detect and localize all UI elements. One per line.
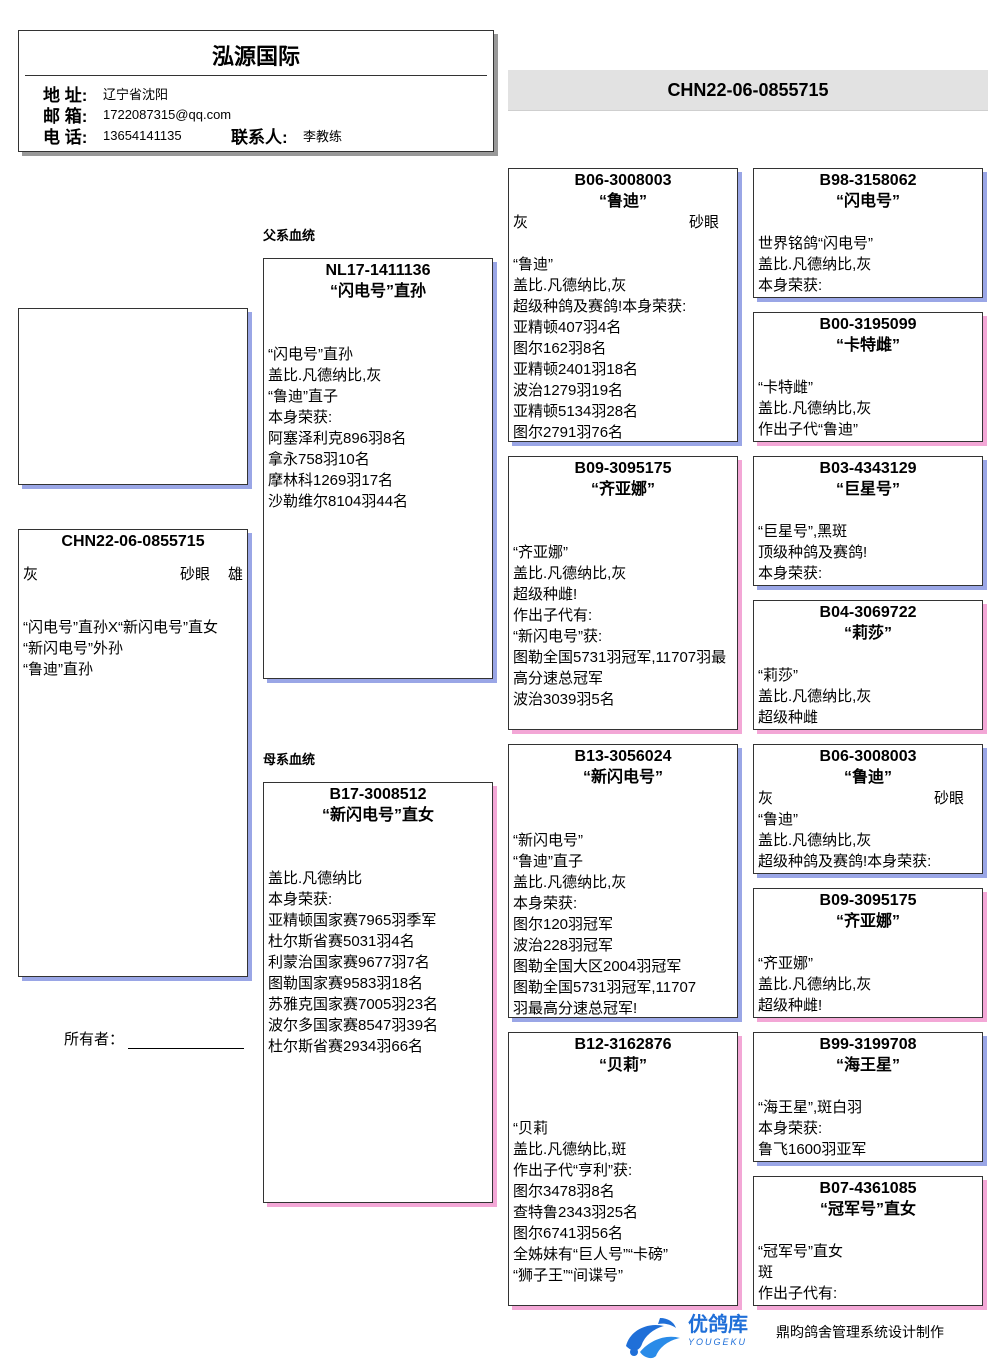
great-grandparent-name: “莉莎” [843,625,892,642]
dam-section-label: 母系血统 [263,752,316,767]
phone-value: 13654141135 [103,128,182,143]
email-label: 邮 箱: [43,107,88,126]
main-bird-notes: “闪电号”直孙X“新闪电号”直女 “新闪电号”外孙 “鲁迪”直孙 [23,619,218,678]
great-grandparent-eye: 砂眼 [933,790,964,807]
footer: 优鸽库 YOUGEKU 鼎昀鸽舍管理系统设计制作 [620,1312,990,1362]
main-bird-sex: 雄 [227,566,243,583]
great-grandparent-notes: “齐亚娜” 盖比.凡德纳比,灰 超级种雌! [758,955,872,1014]
grandparent-ring: B13-3056024 [574,748,672,765]
main-bird-eye: 砂眼 [179,566,210,583]
grandparent-name: “齐亚娜” [590,481,655,498]
great-grandparent-ring: B04-3069722 [819,604,917,621]
great-grandparent-ring: B00-3195099 [819,316,917,333]
great-grandparent-ring: B06-3008003 [819,748,917,765]
great-grandparent-name: “齐亚娜” [835,913,900,930]
great-grandparent-ring: B07-4361085 [819,1180,917,1197]
loft-header-card: 泓源国际 地 址: 辽宁省沈阳 邮 箱: 1722087315@qq.com 电… [18,30,494,152]
great-grandparent-notes: “海王星”,斑白羽 本身荣获: 鲁飞1600羽亚军 [758,1099,867,1158]
credit-text: 鼎昀鸽舍管理系统设计制作 [776,1324,944,1340]
dam-card: B17-3008512 “新闪电号”直女 盖比.凡德纳比 本身荣获: 亚精顿国家… [263,782,493,1203]
phone-label: 电 话: [43,128,88,147]
sire-section-label: 父系血统 [263,228,316,243]
grandparent-notes: “齐亚娜” 盖比.凡德纳比,灰 超级种雌! 作出子代有: “新闪电号”获: 图勒… [513,544,727,708]
grandparent-card: B06-3008003 “鲁迪” 灰 砂眼 “鲁迪” 盖比.凡德纳比,灰 超级种… [508,168,738,442]
great-grandparent-ring: B03-4343129 [819,460,917,477]
great-grandparent-notes: “冠军号”直女 斑 作出子代有: [758,1243,843,1302]
grandparent-ring: B06-3008003 [574,172,672,189]
address-value: 辽宁省沈阳 [103,87,169,102]
great-grandparent-ring: B98-3158062 [819,172,917,189]
logo-cn: 优鸽库 [688,1314,748,1336]
grandparent-name: “贝莉” [598,1057,647,1074]
great-grandparent-card: B03-4343129 “巨星号” “巨星号”,黑斑 顶级种鸽及赛鸽! 本身荣获… [753,456,983,586]
great-grandparent-notes: “卡特雌” 盖比.凡德纳比,灰 作出子代“鲁迪” [758,379,872,438]
owner-line[interactable] [128,1032,245,1049]
grandparent-notes: “贝莉 盖比.凡德纳比,斑 作出子代“亨利”获: 图尔3478羽8名 查特鲁23… [513,1120,668,1284]
sire-card: NL17-1411136 “闪电号”直孙 “闪电号”直孙 盖比.凡德纳比,灰 “… [263,258,493,679]
grandparent-card: B12-3162876 “贝莉” “贝莉 盖比.凡德纳比,斑 作出子代“亨利”获… [508,1032,738,1306]
grandparent-traits: 灰 砂眼 [509,212,737,233]
grandparent-card: B13-3056024 “新闪电号” “新闪电号” “鲁迪”直子 盖比.凡德纳比… [508,744,738,1018]
great-grandparent-notes: “巨星号”,黑斑 顶级种鸽及赛鸽! 本身荣获: [758,523,868,582]
grandparent-ring: B12-3162876 [574,1036,672,1053]
dam-notes: 盖比.凡德纳比 本身荣获: 亚精顿国家赛7965羽季军 杜尔斯省赛5031羽4名… [268,870,439,1055]
great-grandparent-traits: 灰 砂眼 [754,788,982,809]
grandparent-name: “鲁迪” [598,193,647,210]
sire-ring: NL17-1411136 [325,262,431,279]
photo-box [18,308,248,485]
great-grandparent-notes: 世界铭鸽“闪电号” 盖比.凡德纳比,灰 本身荣获: [758,235,873,294]
grandparent-name: “新闪电号” [582,769,663,786]
great-grandparent-card: B98-3158062 “闪电号” 世界铭鸽“闪电号” 盖比.凡德纳比,灰 本身… [753,168,983,298]
email-value: 1722087315@qq.com [103,107,232,122]
main-bird-card: CHN22-06-0855715 灰 砂眼 雄 “闪电号”直孙X“新闪电号”直女… [18,529,248,977]
great-grandparent-card: B99-3199708 “海王星” “海王星”,斑白羽 本身荣获: 鲁飞1600… [753,1032,983,1162]
great-grandparent-name: “卡特雌” [835,337,900,354]
grandparent-eye: 砂眼 [688,214,719,231]
great-grandparent-notes: “鲁迪” 盖比.凡德纳比,灰 超级种鸽及赛鸽!本身荣获: [758,811,932,870]
great-grandparent-name: “闪电号” [835,193,900,210]
header-divider [25,75,487,76]
contact-value: 李教练 [303,129,343,144]
great-grandparent-name: “巨星号” [835,481,900,498]
great-grandparent-card: B07-4361085 “冠军号”直女 “冠军号”直女 斑 作出子代有: [753,1176,983,1306]
logo-en: YOUGEKU [688,1337,748,1347]
great-grandparent-ring: B99-3199708 [819,1036,917,1053]
grandparent-notes: “鲁迪” 盖比.凡德纳比,灰 超级种鸽及赛鸽!本身荣获: 亚精顿407羽4名 图… [513,256,687,441]
great-grandparent-card: B09-3095175 “齐亚娜” “齐亚娜” 盖比.凡德纳比,灰 超级种雌! [753,888,983,1018]
loft-name: 泓源国际 [211,44,300,69]
great-grandparent-card: B00-3195099 “卡特雌” “卡特雌” 盖比.凡德纳比,灰 作出子代“鲁… [753,312,983,442]
dam-name: “新闪电号”直女 [321,807,434,824]
dam-ring: B17-3008512 [329,786,427,803]
sire-name: “闪电号”直孙 [329,283,426,300]
main-bird-color: 灰 [23,566,39,583]
ring-banner: CHN22-06-0855715 [508,70,988,111]
grandparent-color: 灰 [513,214,529,231]
great-grandparent-card: B04-3069722 “莉莎” “莉莎” 盖比.凡德纳比,灰 超级种雌 [753,600,983,730]
great-grandparent-name: “鲁迪” [843,769,892,786]
logo-icon [620,1312,684,1360]
main-bird-ring: CHN22-06-0855715 [61,533,205,550]
great-grandparent-ring: B09-3095175 [819,892,917,909]
grandparent-card: B09-3095175 “齐亚娜” “齐亚娜” 盖比.凡德纳比,灰 超级种雌! … [508,456,738,730]
owner-label: 所有者： [64,1031,125,1048]
sire-notes: “闪电号”直孙 盖比.凡德纳比,灰 “鲁迪”直子 本身荣获: 阿塞泽利克896羽… [268,346,409,510]
address-label: 地 址: [43,86,88,105]
great-grandparent-name: “海王星” [835,1057,900,1074]
logo-wordmark: 优鸽库 YOUGEKU [688,1314,748,1348]
grandparent-ring: B09-3095175 [574,460,672,477]
great-grandparent-notes: “莉莎” 盖比.凡德纳比,灰 超级种雌 [758,667,872,726]
grandparent-notes: “新闪电号” “鲁迪”直子 盖比.凡德纳比,灰 本身荣获: 图尔120羽冠军 波… [513,832,697,1017]
contact-label: 联系人: [231,128,288,147]
great-grandparent-color: 灰 [758,790,774,807]
great-grandparent-card: B06-3008003 “鲁迪” 灰 砂眼 “鲁迪” 盖比.凡德纳比,灰 超级种… [753,744,983,874]
ring-banner-text: CHN22-06-0855715 [667,79,829,100]
great-grandparent-name: “冠军号”直女 [819,1201,916,1218]
